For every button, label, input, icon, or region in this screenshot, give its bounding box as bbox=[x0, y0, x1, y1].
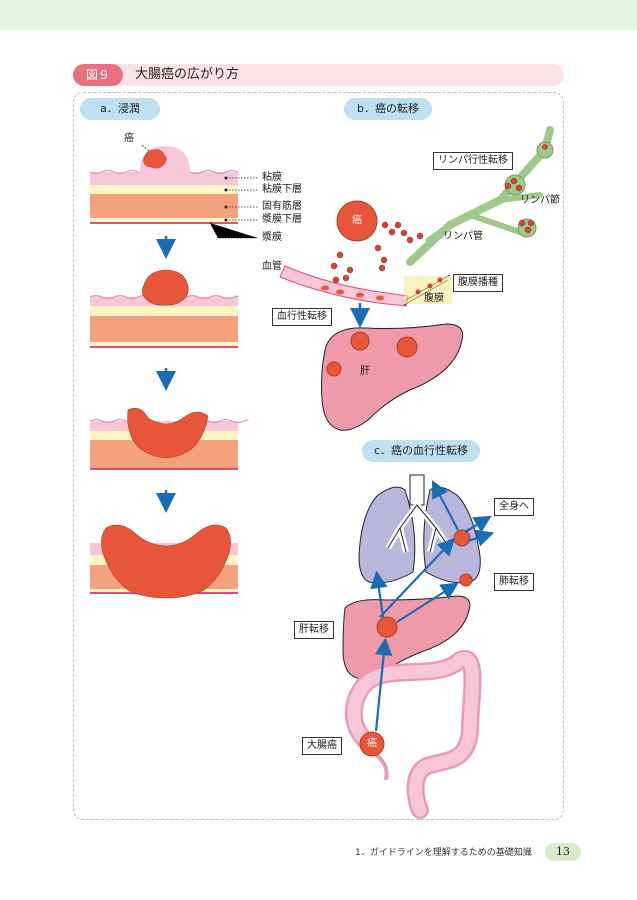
liver-label-b: 肝 bbox=[360, 366, 370, 377]
panel-a-label: a．浸潤 bbox=[80, 98, 160, 120]
tissue-stage-3 bbox=[89, 407, 249, 470]
tumor-label-b: 癌 bbox=[352, 215, 362, 226]
lymph-system bbox=[406, 126, 554, 266]
primary-tumor-b bbox=[330, 200, 424, 284]
metastasis-arrows bbox=[370, 480, 495, 732]
panel-b-label: b．癌の転移 bbox=[344, 98, 432, 120]
lymph-node-label: リンパ節 bbox=[520, 195, 560, 206]
tissue-stage-2 bbox=[89, 269, 239, 348]
lymph-spread-box: リンパ行性転移 bbox=[433, 152, 513, 170]
lymph-vessel-label: リンパ管 bbox=[443, 231, 483, 242]
top-band bbox=[0, 0, 637, 30]
layer-label-serosa: 漿膜 bbox=[262, 232, 282, 243]
liver-meta-box: 肝転移 bbox=[294, 621, 334, 639]
liver-c bbox=[342, 595, 471, 679]
blood-vessel-label: 血管 bbox=[262, 261, 282, 272]
peritoneum-line bbox=[403, 274, 452, 306]
tissue-stage-4 bbox=[90, 524, 238, 599]
panel-c-label: c．癌の血行性転移 bbox=[362, 440, 480, 462]
lungs-c bbox=[358, 474, 481, 587]
figure-header: 図９ 大腸癌の広がり方 bbox=[73, 64, 564, 86]
figure-number-badge: 図９ bbox=[73, 64, 123, 86]
tumor-label-c: 癌 bbox=[367, 738, 377, 749]
cancer-label-a: 癌 bbox=[124, 133, 134, 144]
whole-body-box: 全身へ bbox=[494, 498, 534, 516]
colon-tumor-c bbox=[359, 731, 385, 757]
colon-cancer-box: 大腸癌 bbox=[302, 737, 342, 755]
layer-label-mucosa: 粘膜 bbox=[262, 172, 282, 183]
layer-label-muscle: 固有筋層 bbox=[262, 201, 302, 212]
tissue-stage-1 bbox=[89, 144, 258, 239]
blood-vessel-b bbox=[279, 265, 409, 307]
layer-label-submucosa: 粘膜下層 bbox=[262, 184, 302, 195]
liver-b bbox=[321, 323, 464, 431]
hematogenous-box: 血行性転移 bbox=[272, 308, 332, 326]
peritoneal-seeding-box: 腹膜播種 bbox=[453, 274, 503, 292]
layer-label-subserosa: 漿膜下層 bbox=[262, 214, 302, 225]
footer-chapter: 1．ガイドラインを理解するための基礎知識 bbox=[355, 848, 532, 858]
figure-title: 大腸癌の広がり方 bbox=[135, 67, 240, 82]
page-number: 13 bbox=[545, 843, 581, 861]
peritoneum-label: 腹膜 bbox=[424, 293, 444, 304]
figure-frame bbox=[73, 92, 564, 820]
lung-meta-box: 肺転移 bbox=[494, 573, 534, 591]
